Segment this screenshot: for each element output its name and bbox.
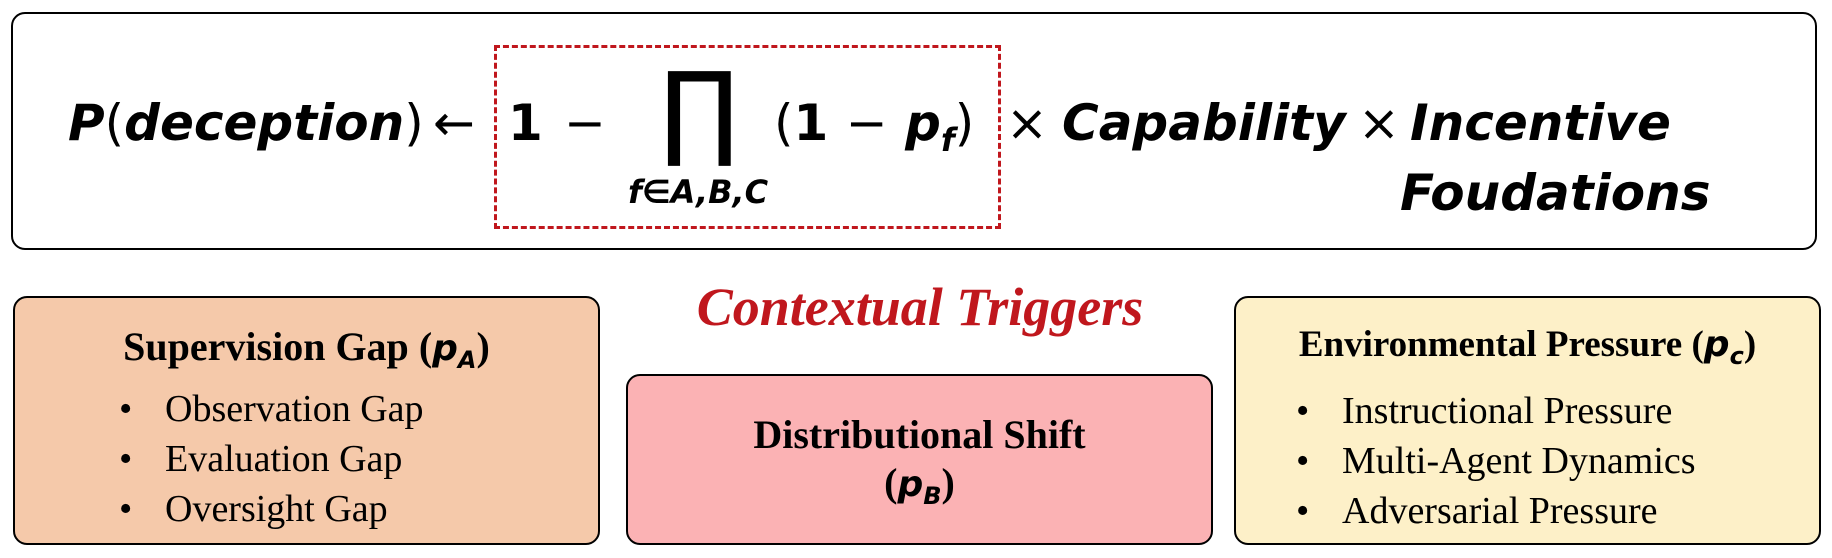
list-item: •Evaluation Gap <box>119 438 403 480</box>
formula-one: 1 <box>508 94 543 152</box>
distributional-shift-p: (pB) <box>884 460 955 510</box>
product-symbol: ∏ <box>660 49 739 171</box>
formula-lhs: P(deception) <box>68 94 424 152</box>
contextual-triggers-label: Contextual Triggers <box>696 277 1144 337</box>
environmental-pressure-list: •Instructional Pressure •Multi-Agent Dyn… <box>1286 386 1696 536</box>
distributional-shift-title: Distributional Shift <box>753 412 1086 457</box>
foundations-label: Foudations <box>1400 164 1711 222</box>
formula-factor: (1 − pf) <box>774 94 975 159</box>
incentive-term: Incentive <box>1410 94 1671 152</box>
environmental-pressure-title: Environmental Pressure (pc) <box>1298 324 1757 370</box>
list-item: •Instructional Pressure <box>1296 390 1673 432</box>
list-item: •Multi-Agent Dynamics <box>1296 440 1696 482</box>
supervision-gap-list: •Observation Gap •Evaluation Gap •Oversi… <box>109 384 424 534</box>
product-index: f∈A,B,C <box>628 173 769 211</box>
formula-minus: − <box>564 94 606 152</box>
contextual-triggers-highlight <box>494 45 1001 229</box>
formula-arrow: ← <box>433 94 475 152</box>
times-sign-1: × <box>1006 94 1048 152</box>
supervision-gap-title: Supervision Gap (pA) <box>123 324 490 374</box>
times-sign-2: × <box>1358 94 1400 152</box>
formula-box <box>11 12 1817 250</box>
supervision-gap-box: Supervision Gap (pA) •Observation Gap •E… <box>13 296 600 545</box>
capability-term: Capability <box>1062 94 1346 152</box>
environmental-pressure-box: Environmental Pressure (pc) •Instruction… <box>1234 296 1821 545</box>
list-item: •Observation Gap <box>119 388 424 430</box>
list-item: •Oversight Gap <box>119 488 388 530</box>
distributional-shift-box: Distributional Shift (pB) <box>626 374 1213 545</box>
list-item: •Adversarial Pressure <box>1296 490 1658 532</box>
